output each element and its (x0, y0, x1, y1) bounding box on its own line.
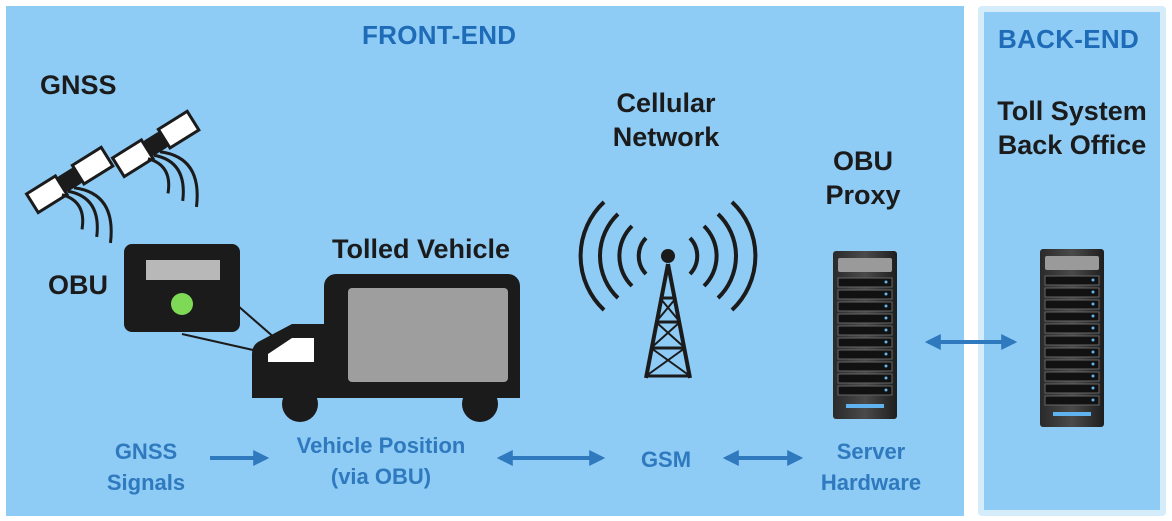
obu-device-icon (124, 244, 285, 353)
cellular-network-label: Cellular Network (606, 86, 726, 154)
front-end-panel: FRONT-END GNSS OBU Tolled Vehicle (6, 6, 964, 516)
gsm-caption: GSM (640, 447, 692, 472)
truck-icon (252, 274, 520, 422)
gnss-signals-line2: Signals (106, 470, 186, 495)
server-rack-icon (833, 251, 897, 419)
cell-tower-icon (578, 200, 758, 379)
front-end-header: FRONT-END (362, 20, 517, 50)
obu-proxy-label: OBU Proxy (808, 144, 918, 212)
obu-proxy-line1: OBU (833, 146, 893, 176)
server-hardware-line1: Server (836, 439, 906, 464)
obu-proxy-line2: Proxy (825, 180, 901, 210)
vehicle-position-caption: Vehicle Position (via OBU) (276, 430, 486, 492)
back-end-panel: BACK-END Toll System Back Office (978, 6, 1166, 516)
server-rack-icon (1040, 249, 1104, 427)
gnss-signals-caption: GNSS Signals (96, 436, 196, 498)
tolled-vehicle-label: Tolled Vehicle (332, 234, 511, 264)
vehicle-position-line1: Vehicle Position (296, 433, 466, 458)
back-end-header: BACK-END (998, 24, 1140, 54)
server-hardware-line2: Hardware (820, 470, 922, 495)
satellite-icon (24, 145, 115, 244)
obu-label: OBU (48, 270, 108, 300)
cellular-line2: Network (612, 122, 720, 152)
gnss-signals-line1: GNSS (114, 439, 178, 464)
cellular-line1: Cellular (616, 88, 716, 118)
gnss-label: GNSS (40, 70, 117, 100)
server-hardware-caption: Server Hardware (806, 436, 936, 498)
back-office-line2: Back Office (997, 130, 1147, 160)
back-office-title: Toll System Back Office (984, 94, 1160, 162)
satellite-icon (110, 109, 201, 208)
vehicle-position-line2: (via OBU) (330, 464, 432, 489)
back-office-line1: Toll System (997, 96, 1147, 126)
